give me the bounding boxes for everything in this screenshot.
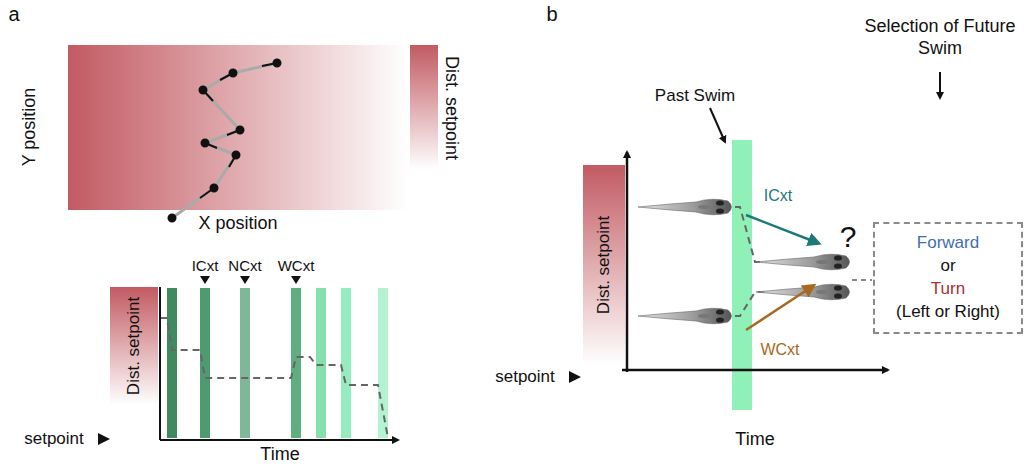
- axis-label: Y position: [20, 88, 40, 167]
- panel-letter: a: [8, 3, 19, 25]
- annotation: Selection of Future Swim: [855, 16, 1025, 59]
- marker-label: WCxt: [278, 258, 315, 275]
- question-mark: ?: [840, 220, 857, 253]
- axis-label: Time: [260, 445, 299, 465]
- arrow-label: WCxt: [760, 341, 799, 359]
- axis-label: Dist. setpoint: [595, 216, 614, 314]
- annotation: Past Swim: [655, 87, 735, 106]
- arrow-label: ICxt: [764, 187, 792, 205]
- axis-label: setpoint: [495, 368, 555, 387]
- marker-label: NCxt: [228, 258, 261, 275]
- choice-text: Turn: [881, 278, 1015, 301]
- axis-label: Dist. setpoint: [125, 297, 144, 395]
- panel-letter: b: [546, 3, 557, 25]
- colorbar-label: Dist. setpoint: [441, 56, 461, 160]
- axis-label: X position: [198, 214, 277, 234]
- choice-box: ForwardorTurn(Left or Right): [873, 222, 1023, 334]
- choice-text: or: [881, 255, 1015, 278]
- choice-text: (Left or Right): [881, 301, 1015, 324]
- marker-label: ICxt: [192, 258, 219, 275]
- axis-label: setpoint: [24, 430, 84, 449]
- axis-label: Time: [735, 430, 774, 450]
- choice-text: Forward: [881, 232, 1015, 255]
